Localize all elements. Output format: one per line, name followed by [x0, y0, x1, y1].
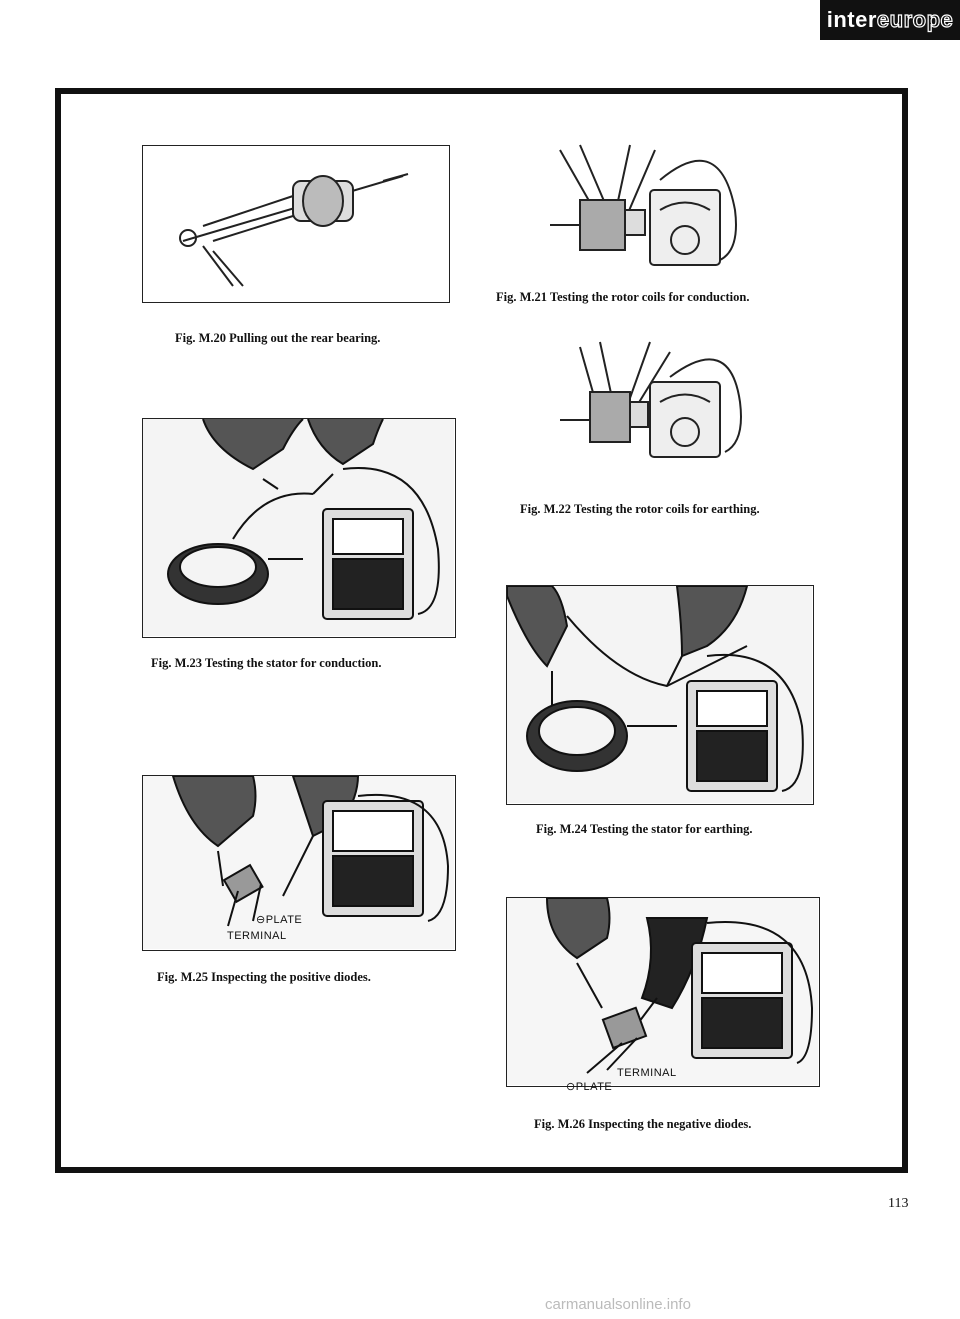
figure-m22-caption: Fig. M.22 Testing the rotor coils for ea…	[520, 502, 760, 516]
figure-m25-caption: Fig. M.25 Inspecting the positive diodes…	[157, 970, 371, 984]
figure-m25-image	[142, 775, 456, 951]
figure-m23-image	[142, 418, 456, 638]
page-number: 113	[888, 1196, 909, 1211]
figure-m26-image	[506, 897, 820, 1087]
figure-m26-caption: Fig. M.26 Inspecting the negative diodes…	[534, 1117, 752, 1131]
figure-m21-image	[520, 140, 750, 275]
figure-m25-label-plate: ⊖PLATE	[256, 914, 303, 926]
figure-m26-label-terminal: TERMINAL	[617, 1067, 677, 1079]
figure-m23-caption: Fig. M.23 Testing the stator for conduct…	[151, 656, 382, 670]
figure-m22-image	[520, 332, 750, 467]
figure-m20-image	[142, 145, 450, 303]
figure-m20-caption: Fig. M.20 Pulling out the rear bearing.	[175, 331, 381, 345]
figure-m24-image	[506, 585, 814, 805]
figure-m26-label-plate: ⊖PLATE	[566, 1081, 613, 1093]
figure-m24-caption: Fig. M.24 Testing the stator for earthin…	[536, 822, 753, 836]
page-frame	[55, 88, 908, 1173]
brand-logo-outline: europe	[876, 6, 954, 32]
brand-logo-bold: inter	[826, 7, 877, 32]
footer-watermark: carmanualsonline.info	[545, 1296, 691, 1313]
figure-m21-caption: Fig. M.21 Testing the rotor coils for co…	[496, 290, 750, 304]
figure-m25-label-terminal: TERMINAL	[227, 930, 287, 942]
